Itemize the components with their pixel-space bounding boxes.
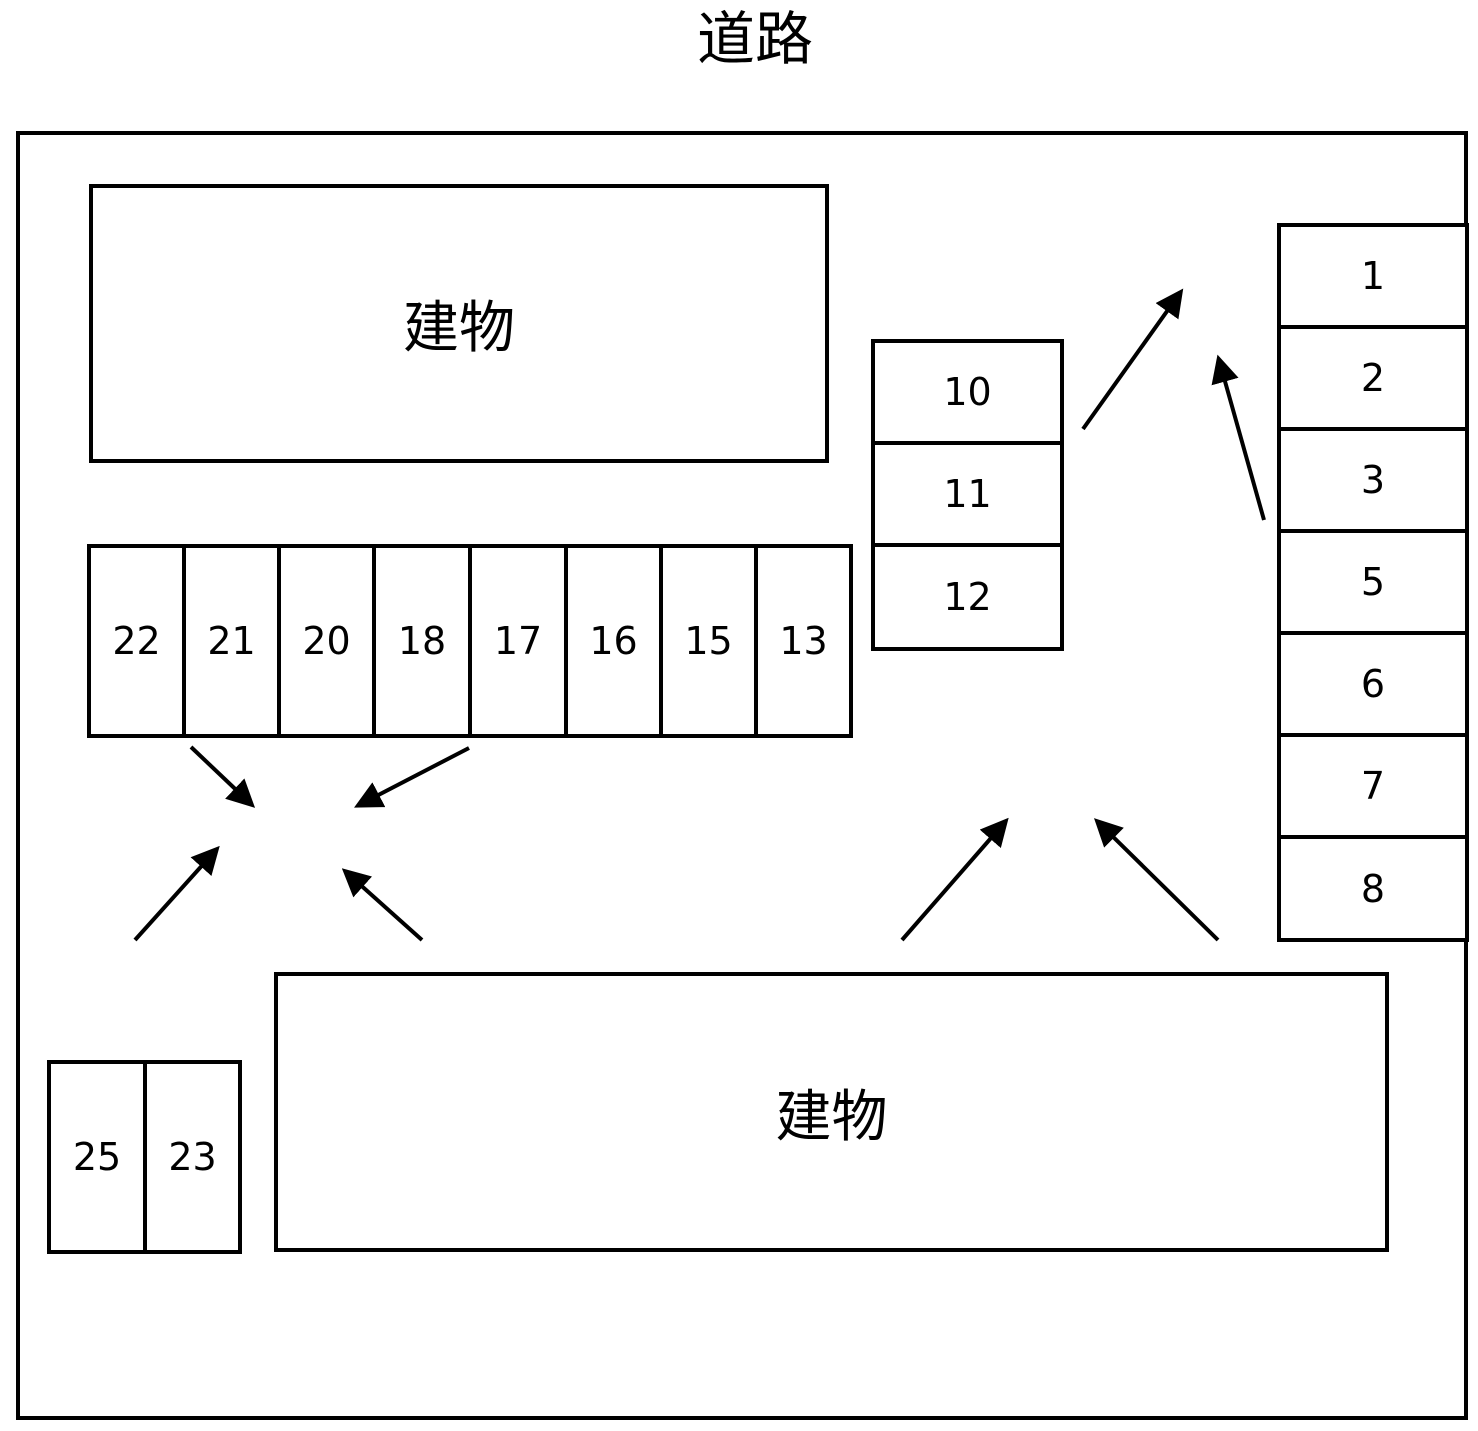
arrow-icon bbox=[354, 746, 470, 808]
parking-space: 23 bbox=[143, 1060, 242, 1254]
parking-space: 12 bbox=[871, 543, 1064, 651]
space-number: 6 bbox=[1360, 662, 1386, 706]
space-number: 23 bbox=[168, 1135, 217, 1179]
space-number: 13 bbox=[779, 619, 828, 663]
arrow-icon bbox=[189, 745, 256, 808]
space-number: 12 bbox=[943, 575, 992, 619]
parking-space: 13 bbox=[754, 544, 853, 738]
road-label: 道路 bbox=[696, 5, 813, 73]
parking-space: 15 bbox=[659, 544, 758, 738]
arrow-icon bbox=[1094, 818, 1220, 942]
parking-space: 17 bbox=[468, 544, 568, 738]
parking-space: 11 bbox=[871, 441, 1064, 547]
space-number: 7 bbox=[1360, 764, 1386, 808]
parking-space: 18 bbox=[372, 544, 472, 738]
space-number: 20 bbox=[302, 619, 351, 663]
space-number: 25 bbox=[72, 1135, 122, 1179]
space-number: 8 bbox=[1360, 866, 1386, 911]
space-number: 16 bbox=[589, 619, 638, 663]
space-number: 22 bbox=[112, 619, 161, 663]
space-number: 3 bbox=[1360, 458, 1386, 502]
arrow-icon bbox=[341, 868, 424, 942]
space-number: 21 bbox=[207, 619, 256, 663]
parking-space: 3 bbox=[1277, 427, 1469, 533]
space-number: 5 bbox=[1360, 560, 1386, 604]
arrow-icon bbox=[1211, 354, 1266, 521]
space-number: 10 bbox=[943, 370, 992, 414]
building-top-label: 建物 bbox=[403, 296, 515, 361]
building-bottom: 建物 bbox=[274, 972, 1389, 1252]
building-bottom-label: 建物 bbox=[775, 1084, 888, 1150]
space-number: 17 bbox=[493, 619, 543, 663]
parking-space: 22 bbox=[87, 544, 186, 738]
arrow-icon bbox=[133, 845, 220, 942]
space-number: 18 bbox=[397, 619, 447, 663]
space-number: 15 bbox=[684, 619, 733, 663]
space-number: 1 bbox=[1360, 254, 1386, 298]
parking-space: 8 bbox=[1277, 835, 1469, 942]
arrow-icon bbox=[1081, 288, 1184, 431]
parking-space: 20 bbox=[277, 544, 376, 738]
parking-space: 10 bbox=[871, 339, 1064, 445]
building-top: 建物 bbox=[89, 184, 829, 463]
space-number: 11 bbox=[943, 472, 992, 516]
space-number: 2 bbox=[1360, 356, 1386, 400]
arrow-icon bbox=[900, 817, 1009, 942]
